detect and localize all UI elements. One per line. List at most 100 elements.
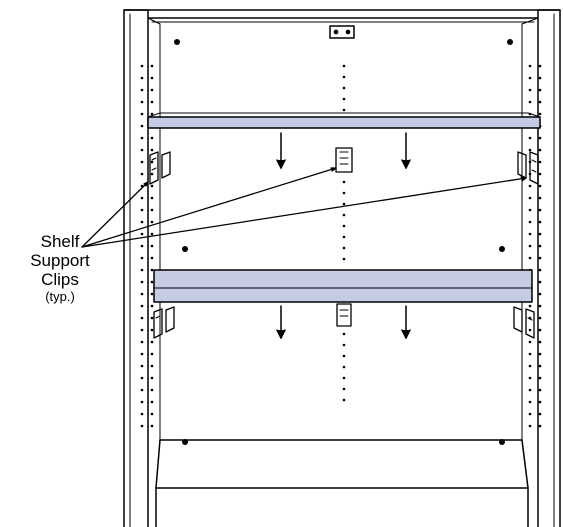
pin-hole bbox=[528, 388, 532, 392]
pin-hole bbox=[140, 220, 144, 224]
pin-hole bbox=[538, 340, 542, 344]
pin-hole bbox=[150, 220, 154, 224]
pin-hole bbox=[538, 148, 542, 152]
pin-hole bbox=[342, 235, 346, 239]
pin-hole bbox=[528, 88, 532, 92]
pin-hole bbox=[150, 208, 154, 212]
pin-hole bbox=[150, 376, 154, 380]
pin-hole bbox=[150, 244, 154, 248]
pin-hole bbox=[150, 160, 154, 164]
pin-hole bbox=[342, 97, 346, 101]
pin-hole bbox=[342, 213, 346, 217]
pin-hole bbox=[528, 352, 532, 356]
pin-hole bbox=[140, 268, 144, 272]
pin-hole bbox=[150, 196, 154, 200]
pin-hole bbox=[538, 352, 542, 356]
pin-hole bbox=[342, 398, 346, 402]
pin-hole bbox=[528, 196, 532, 200]
pin-hole bbox=[538, 220, 542, 224]
pin-hole bbox=[150, 76, 154, 80]
pin-hole bbox=[538, 88, 542, 92]
pin-hole bbox=[342, 365, 346, 369]
pin-hole bbox=[150, 304, 154, 308]
pin-hole bbox=[150, 316, 154, 320]
callout-line-1: Shelf bbox=[40, 232, 80, 251]
pin-hole bbox=[538, 172, 542, 176]
pin-hole bbox=[538, 76, 542, 80]
pin-hole bbox=[150, 352, 154, 356]
pin-hole bbox=[140, 232, 144, 236]
pin-hole bbox=[342, 376, 346, 380]
pin-hole bbox=[528, 340, 532, 344]
pin-hole bbox=[528, 100, 532, 104]
pin-hole bbox=[538, 136, 542, 140]
pin-hole bbox=[342, 86, 346, 90]
pin-hole bbox=[150, 172, 154, 176]
pin-hole bbox=[528, 424, 532, 428]
pin-hole bbox=[150, 100, 154, 104]
hinge-bracket-icon bbox=[329, 25, 355, 39]
pin-hole bbox=[528, 184, 532, 188]
pin-hole bbox=[538, 388, 542, 392]
pin-hole bbox=[140, 136, 144, 140]
pin-hole bbox=[528, 256, 532, 260]
pin-hole bbox=[140, 100, 144, 104]
pin-hole bbox=[150, 364, 154, 368]
pin-hole bbox=[342, 202, 346, 206]
lower-shelf bbox=[153, 269, 533, 303]
pin-hole bbox=[140, 328, 144, 332]
pin-hole bbox=[538, 268, 542, 272]
pin-hole bbox=[150, 148, 154, 152]
pin-hole bbox=[342, 108, 346, 112]
pin-hole bbox=[150, 136, 154, 140]
pin-hole bbox=[342, 257, 346, 261]
pin-hole bbox=[342, 224, 346, 228]
pin-hole bbox=[140, 148, 144, 152]
pin-hole bbox=[528, 64, 532, 68]
shelf-support-clip-icon bbox=[149, 147, 539, 339]
pin-hole bbox=[538, 292, 542, 296]
pin-hole bbox=[150, 340, 154, 344]
pin-hole bbox=[528, 136, 532, 140]
pin-hole bbox=[538, 100, 542, 104]
pin-hole bbox=[528, 304, 532, 308]
pin-hole bbox=[538, 208, 542, 212]
pin-hole bbox=[140, 292, 144, 296]
pin-hole bbox=[140, 64, 144, 68]
callout-note: (typ.) bbox=[45, 289, 75, 304]
pin-hole bbox=[538, 376, 542, 380]
pin-hole bbox=[538, 316, 542, 320]
callout-line-3: Clips bbox=[41, 270, 79, 289]
pin-hole bbox=[538, 244, 542, 248]
pin-hole bbox=[150, 64, 154, 68]
pin-hole bbox=[150, 280, 154, 284]
pin-hole bbox=[150, 412, 154, 416]
pin-hole bbox=[150, 268, 154, 272]
pin-hole bbox=[538, 364, 542, 368]
pin-hole bbox=[140, 400, 144, 404]
cabinet-base bbox=[155, 439, 529, 527]
pin-hole bbox=[528, 76, 532, 80]
pin-hole bbox=[528, 232, 532, 236]
pin-hole bbox=[150, 88, 154, 92]
pin-hole bbox=[150, 112, 154, 116]
pin-hole bbox=[528, 244, 532, 248]
pin-hole bbox=[150, 388, 154, 392]
cabinet-frame bbox=[123, 9, 561, 527]
pin-hole bbox=[150, 424, 154, 428]
pin-hole bbox=[140, 364, 144, 368]
pin-hole bbox=[140, 316, 144, 320]
pin-hole bbox=[140, 376, 144, 380]
pin-hole bbox=[140, 256, 144, 260]
pin-hole bbox=[342, 354, 346, 358]
pin-hole bbox=[538, 256, 542, 260]
pin-hole bbox=[538, 328, 542, 332]
pin-hole bbox=[538, 400, 542, 404]
pin-hole bbox=[538, 64, 542, 68]
pin-hole bbox=[342, 332, 346, 336]
pin-hole bbox=[140, 412, 144, 416]
pin-hole bbox=[528, 400, 532, 404]
pin-hole bbox=[342, 387, 346, 391]
pin-hole bbox=[538, 304, 542, 308]
pin-hole bbox=[538, 424, 542, 428]
